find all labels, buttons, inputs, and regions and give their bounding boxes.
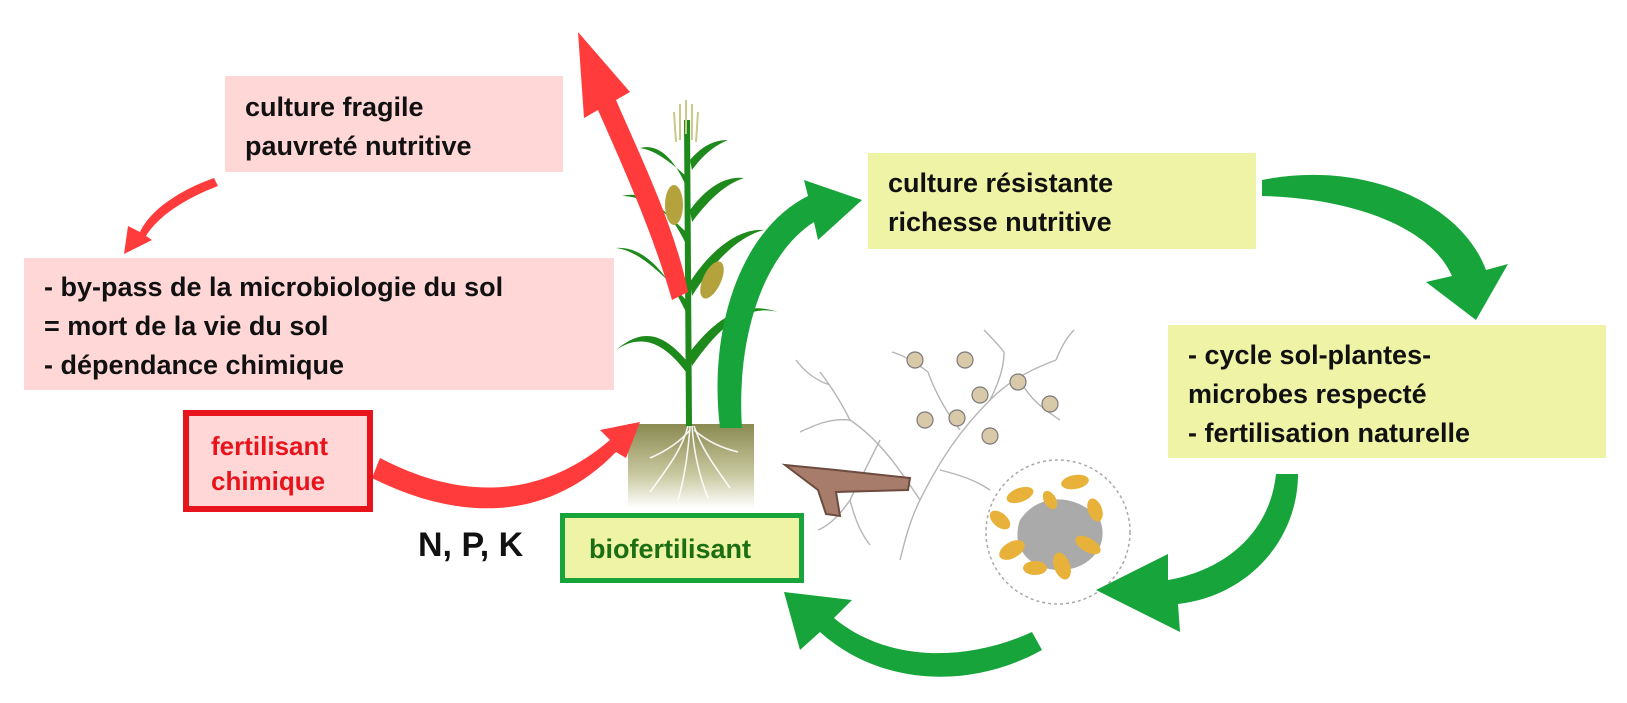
resistant-to-cycle-arrow xyxy=(1262,174,1508,320)
resistant-crop-box: culture résistante richesse nutritive xyxy=(868,153,1256,249)
cycle-to-cell-arrow xyxy=(1096,474,1298,632)
bio-label: biofertilisant xyxy=(589,534,752,564)
red-arrows xyxy=(124,32,688,509)
root-segment-icon xyxy=(781,463,912,518)
mycorrhiza-network-icon xyxy=(795,329,1075,561)
fragile-line-1: culture fragile xyxy=(245,92,424,122)
resistant-line-1: culture résistante xyxy=(888,168,1114,198)
chemical-line-2: chimique xyxy=(211,466,326,496)
bypass-box: - by-pass de la microbiologie du sol = m… xyxy=(24,258,614,390)
spore-icons xyxy=(906,351,1059,445)
soil-block-icon xyxy=(628,424,754,508)
chemical-fertilizer-box: fertilisant chimique xyxy=(183,410,373,512)
chemical-line-1: fertilisant xyxy=(211,431,329,461)
root-cell-icon xyxy=(985,459,1131,605)
plant-to-fragile-arrow xyxy=(578,32,688,300)
cell-to-bio-arrow xyxy=(784,592,1042,677)
fragile-to-bypass-arrow xyxy=(124,178,218,254)
resistant-line-2: richesse nutritive xyxy=(888,207,1112,237)
bypass-line-1: - by-pass de la microbiologie du sol xyxy=(44,272,504,302)
natural-cycle-box: - cycle sol-plantes- microbes respecté -… xyxy=(1168,325,1606,458)
cycle-line-3: - fertilisation naturelle xyxy=(1188,418,1471,448)
bypass-line-3: - dépendance chimique xyxy=(44,350,345,380)
green-arrows xyxy=(717,174,1508,677)
chem-to-soil-arrow xyxy=(372,422,640,509)
cycle-line-2: microbes respecté xyxy=(1188,379,1427,409)
fragile-line-2: pauvreté nutritive xyxy=(245,131,472,161)
biofertilizer-box: biofertilisant xyxy=(560,513,804,583)
fragile-crop-box: culture fragile pauvreté nutritive xyxy=(225,76,563,172)
soil-to-resistant-arrow xyxy=(717,180,862,428)
bypass-line-2: = mort de la vie du sol xyxy=(44,311,329,341)
npk-label: N, P, K xyxy=(418,526,524,564)
cycle-line-1: - cycle sol-plantes- xyxy=(1188,340,1432,370)
